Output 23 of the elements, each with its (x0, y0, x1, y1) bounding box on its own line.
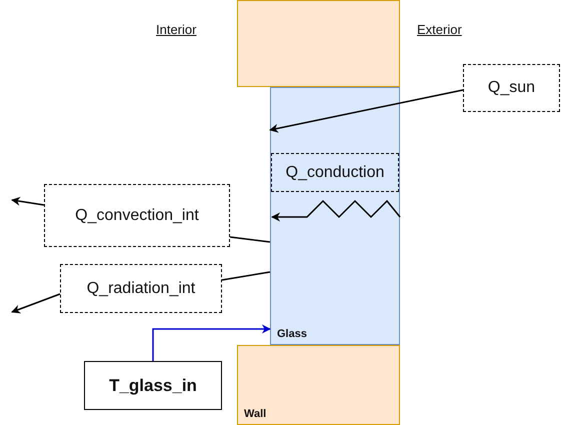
material-label: Glass (277, 328, 307, 340)
heat-flow-box (271, 153, 399, 192)
heat-flow-label: Q_radiation_int (86, 280, 196, 298)
connector-line (230, 236, 270, 243)
heat-flow-label: Q_convection_int (75, 206, 199, 224)
arrow (11, 293, 60, 314)
material-label: Wall (244, 408, 266, 420)
variable-box (84, 361, 222, 410)
heat-flow-label: Q_sun (488, 79, 536, 97)
variable-name: T_glass_in (109, 376, 197, 396)
glass-pane (270, 87, 400, 345)
side-label: Interior (156, 22, 196, 37)
connector-line (222, 271, 270, 281)
heat-flow-label: Q_conduction (286, 164, 384, 182)
wall-block (237, 345, 400, 425)
arrow (152, 324, 271, 361)
arrow (11, 196, 44, 206)
heat-flow-box (463, 64, 560, 112)
heat-flow-box (60, 264, 222, 313)
wall-block (237, 0, 400, 87)
side-label: Exterior (417, 22, 462, 37)
heat-flow-box (44, 184, 230, 247)
arrow (269, 89, 464, 133)
